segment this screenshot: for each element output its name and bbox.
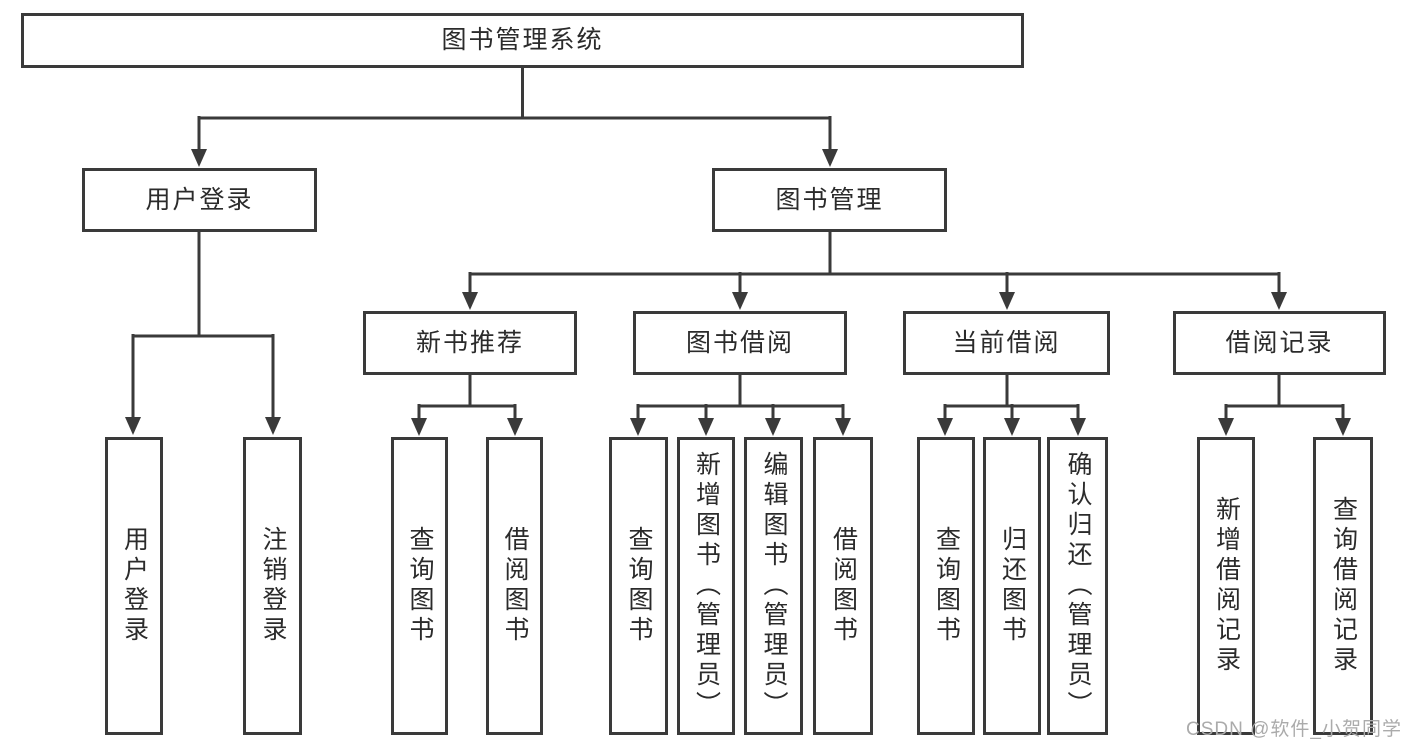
leaf-current-return-books: 归还图书 bbox=[983, 437, 1041, 735]
node-label: 借阅图书 bbox=[829, 526, 858, 646]
node-label: 查询图书 bbox=[625, 526, 653, 646]
node-label: 图书管理系统 bbox=[441, 26, 604, 54]
node-label: 图书借阅 bbox=[685, 328, 794, 357]
node-label: 新书推荐 bbox=[415, 328, 524, 357]
node-label: 新增图书（管理员） bbox=[692, 451, 721, 721]
leaf-borrowing-edit-books-admin: 编辑图书（管理员） bbox=[744, 437, 803, 735]
node-label: 用户登录 bbox=[145, 185, 254, 214]
leaf-user-login: 用户登录 bbox=[105, 437, 163, 735]
node-label: 借阅记录 bbox=[1225, 328, 1334, 357]
node-label: 查询借阅记录 bbox=[1329, 496, 1358, 676]
node-label: 注销登录 bbox=[259, 526, 287, 646]
leaf-borrowing-add-books-admin: 新增图书（管理员） bbox=[677, 437, 735, 735]
node-new-book-recommendation: 新书推荐 bbox=[363, 311, 577, 375]
node-label: 查询图书 bbox=[406, 526, 434, 646]
node-book-management: 图书管理 bbox=[712, 168, 947, 232]
node-label: 新增借阅记录 bbox=[1212, 496, 1241, 676]
leaf-recommend-borrow-books: 借阅图书 bbox=[486, 437, 543, 735]
node-label: 当前借阅 bbox=[952, 328, 1061, 357]
node-label: 编辑图书（管理员） bbox=[760, 451, 788, 721]
node-label: 借阅图书 bbox=[501, 526, 529, 646]
node-user-login: 用户登录 bbox=[82, 168, 317, 232]
leaf-current-confirm-return-admin: 确认归还（管理员） bbox=[1047, 437, 1108, 735]
leaf-logout-login: 注销登录 bbox=[243, 437, 302, 735]
leaf-records-add-borrow-record: 新增借阅记录 bbox=[1197, 437, 1255, 735]
node-library-management-system: 图书管理系统 bbox=[21, 13, 1024, 68]
node-label: 查询图书 bbox=[932, 526, 961, 646]
node-book-borrowing: 图书借阅 bbox=[633, 311, 847, 375]
node-label: 归还图书 bbox=[998, 526, 1027, 646]
node-label: 确认归还（管理员） bbox=[1064, 451, 1092, 721]
csdn-watermark: CSDN @软件_小贺同学 bbox=[1186, 719, 1402, 740]
node-borrowing-records: 借阅记录 bbox=[1173, 311, 1386, 375]
leaf-borrowing-query-books: 查询图书 bbox=[609, 437, 668, 735]
leaf-records-query-borrow-record: 查询借阅记录 bbox=[1313, 437, 1373, 735]
node-current-borrowing: 当前借阅 bbox=[903, 311, 1110, 375]
node-label: 图书管理 bbox=[775, 185, 884, 214]
leaf-current-query-books: 查询图书 bbox=[917, 437, 975, 735]
node-label: 用户登录 bbox=[120, 526, 149, 646]
leaf-borrowing-borrow-books: 借阅图书 bbox=[813, 437, 873, 735]
leaf-recommend-query-books: 查询图书 bbox=[391, 437, 448, 735]
